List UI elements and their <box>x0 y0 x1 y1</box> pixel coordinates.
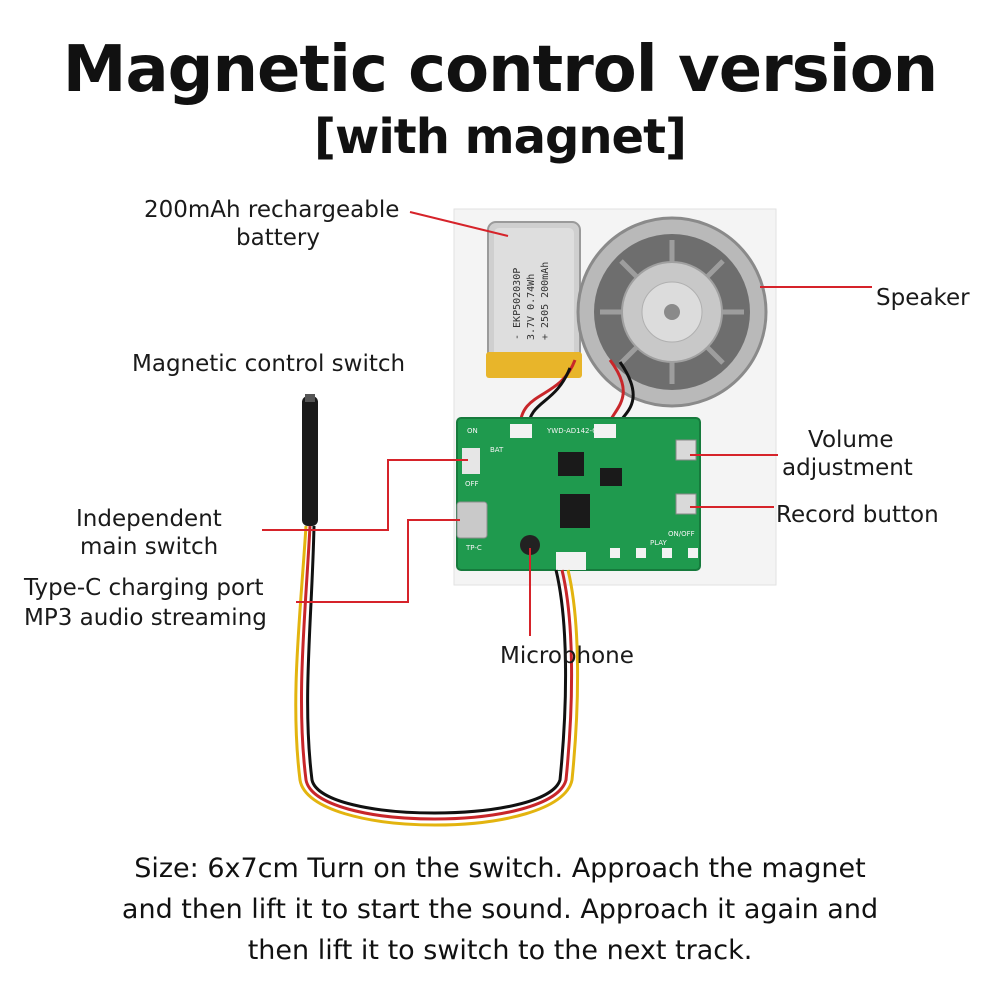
volume-label-line2: adjustment <box>782 455 913 481</box>
callout-lines <box>262 211 872 636</box>
typec-label-line2: MP3 audio streaming <box>24 605 267 631</box>
magnetic-switch-label: Magnetic control switch <box>132 351 406 377</box>
battery-print-2: 3.7V 0.74Wh <box>526 274 537 340</box>
sensor-cable <box>294 525 580 827</box>
pcb-tpc-text: TP-C <box>465 544 482 552</box>
page-subtitle: [with magnet] <box>314 109 687 165</box>
main-switch-label-line2: main switch <box>80 534 219 560</box>
pcb-bat-text: BAT <box>490 446 504 454</box>
pcb-model-text: YWD-AD142-G <box>546 427 598 435</box>
speaker-label: Speaker <box>876 285 970 311</box>
description: Size: 6x7cm Turn on the switch. Approach… <box>0 848 1000 971</box>
speaker <box>576 216 768 408</box>
magnetic-switch <box>302 394 318 526</box>
battery-label-line1: 200mAh rechargeable <box>144 197 400 223</box>
battery-print-1: - EKP502030P <box>512 268 523 340</box>
description-line1: Size: 6x7cm Turn on the switch. Approach… <box>134 853 866 884</box>
battery-print-3: + 2505 200mAh <box>540 262 551 340</box>
typec-label-line1: Type-C charging port <box>24 575 264 601</box>
main-switch-label-line1: Independent <box>76 506 222 532</box>
description-line2: and then lift it to start the sound. App… <box>121 894 879 925</box>
record-button-label: Record button <box>776 502 939 528</box>
pcb-play-text: PLAY <box>650 539 668 547</box>
volume-label-line1: Volume <box>808 427 894 453</box>
pcb-off-text: OFF <box>465 480 479 488</box>
battery-label-line2: battery <box>236 225 320 251</box>
pcb-on-text: ON <box>467 427 478 435</box>
description-line3: then lift it to switch to the next track… <box>247 935 753 966</box>
pcb-board: YWD-AD142-G ON OFF BAT TP-C PLAY ON/OFF <box>456 417 701 571</box>
microphone-label: Microphone <box>500 643 634 669</box>
battery: - EKP502030P 3.7V 0.74Wh + 2505 200mAh <box>486 221 582 378</box>
page-title: Magnetic control version <box>62 33 938 107</box>
pcb-onoff-text: ON/OFF <box>668 530 695 538</box>
